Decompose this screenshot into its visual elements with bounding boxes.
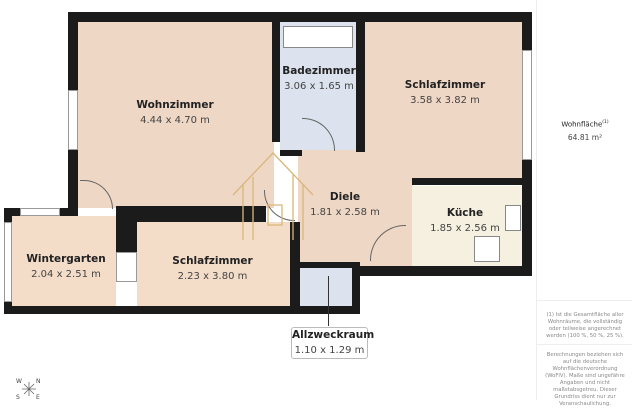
- room-wohnzimmer: [78, 22, 274, 208]
- wall: [352, 262, 360, 314]
- window: [20, 208, 60, 216]
- sink: [505, 205, 521, 231]
- divider: [537, 344, 632, 345]
- wall: [116, 206, 137, 252]
- divider: [537, 300, 632, 301]
- window: [522, 50, 532, 160]
- wall: [272, 22, 280, 142]
- wall: [356, 22, 365, 152]
- wall: [116, 206, 266, 222]
- wall: [4, 306, 356, 314]
- info-sidebar: Wohnfläche(1) 64.81 m² (1) Ist die Gesam…: [536, 0, 632, 407]
- wall: [68, 12, 532, 22]
- compass-east: E: [36, 394, 40, 401]
- wall: [296, 262, 360, 268]
- bathtub: [283, 26, 353, 48]
- label-connector: [328, 276, 329, 326]
- room-schlafzimmer-2: [137, 222, 299, 306]
- watermark-logo: [232, 152, 314, 240]
- compass: W N S E: [16, 378, 42, 401]
- room-allzweckraum: [300, 268, 354, 308]
- window: [68, 90, 78, 150]
- room-kueche: [412, 186, 523, 266]
- compass-north: N: [36, 378, 41, 385]
- stove: [474, 236, 500, 262]
- compass-south: S: [16, 394, 20, 401]
- wall: [290, 222, 300, 312]
- footnote: (1) Ist die Gesamtfläche aller Wohnräume…: [546, 312, 624, 339]
- compass-rose-icon: [22, 382, 36, 396]
- room-wintergarten: [12, 216, 116, 306]
- wall: [354, 266, 532, 276]
- area-value: 64.81 m²: [567, 133, 603, 142]
- window: [4, 222, 12, 302]
- wall: [280, 150, 302, 156]
- wall: [412, 178, 522, 185]
- area-label: Wohnfläche(1): [561, 120, 609, 129]
- window: [116, 252, 137, 282]
- compass-west: W: [16, 378, 22, 385]
